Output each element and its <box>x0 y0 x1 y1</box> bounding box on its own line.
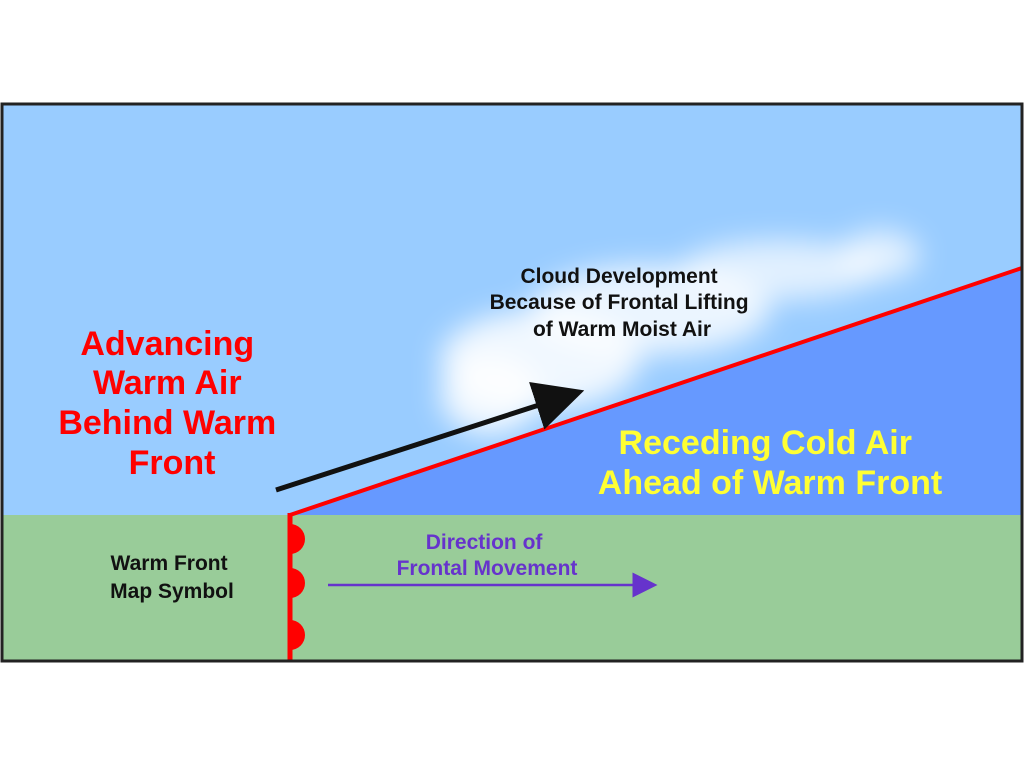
warm-air-label-line: Front <box>129 444 216 482</box>
map-symbol-label-line: Map Symbol <box>110 580 234 603</box>
warm-air-label-line: Advancing <box>80 325 254 363</box>
semicircle-front-icon <box>290 513 305 661</box>
cloud-label-line: Cloud Development <box>520 265 717 288</box>
cloud-label-line: of Warm Moist Air <box>533 318 711 341</box>
map-symbol-label-line: Warm Front <box>111 552 228 575</box>
warm-air-label-line: Behind Warm <box>58 404 276 442</box>
movement-label-line: Direction of <box>426 531 544 554</box>
cold-air-label-line: Ahead of Warm Front <box>598 464 942 502</box>
movement-label-line: Frontal Movement <box>397 557 578 580</box>
cold-air-label-line: Receding Cold Air <box>619 424 912 462</box>
warm-air-label-line: Warm Air <box>93 364 242 402</box>
cloud-label-line: Because of Frontal Lifting <box>490 291 749 314</box>
